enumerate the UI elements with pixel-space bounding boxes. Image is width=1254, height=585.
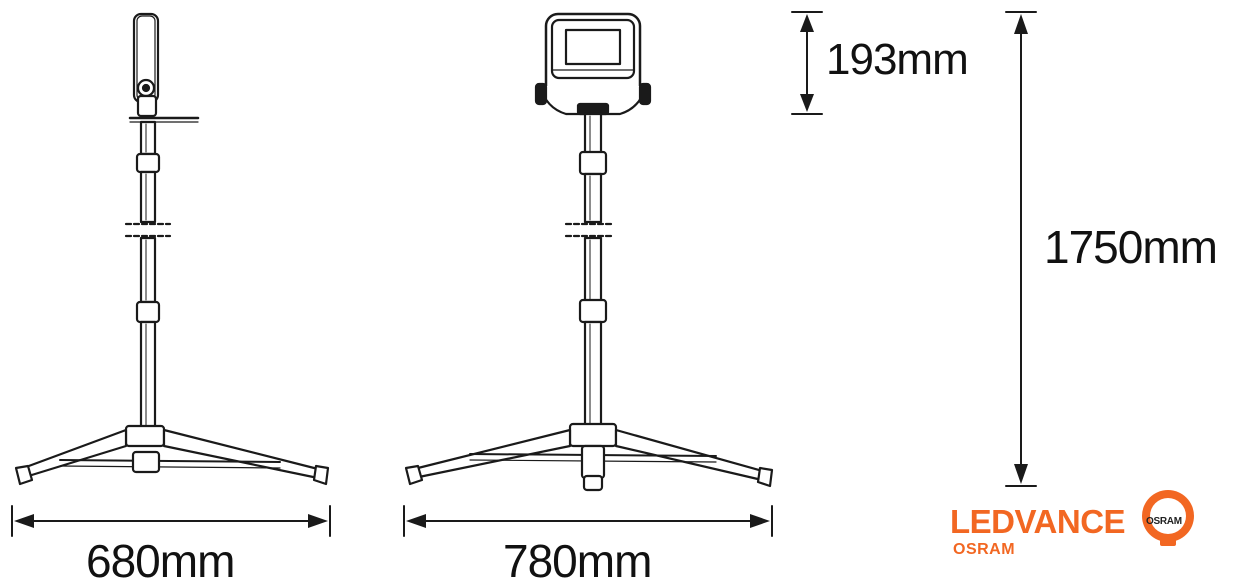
front-tripod-legs [404,428,774,492]
side-collar-upper [135,152,161,174]
front-view-stand [404,12,774,492]
dim-head-height-line [791,11,823,115]
osram-bulb-icon [1142,490,1194,546]
dim-front-width-line [403,505,773,537]
osram-bulb-label: OSRAM [1146,516,1182,527]
side-collar-middle [135,300,161,324]
side-tripod-legs [14,428,330,486]
osram-sub-text: OSRAM [953,541,1016,558]
side-view-stand [14,12,330,486]
front-footprint-label: 780mm [503,535,652,585]
dim-total-height-line [1005,11,1037,487]
side-break-symbol [124,222,172,238]
front-lamp-lens [564,28,622,66]
side-footprint-label: 680mm [86,535,235,585]
ledvance-logo-text: LEDVANCE [950,503,1126,540]
front-collar-upper [578,150,608,176]
front-break-symbol [564,222,616,238]
front-tripod-hub [568,422,618,448]
dim-side-width-line [11,505,331,537]
head-height-label: 193mm [826,35,969,84]
side-tripod-hub [124,424,166,448]
front-collar-middle [578,298,608,324]
total-height-label: 1750mm [1044,221,1218,273]
